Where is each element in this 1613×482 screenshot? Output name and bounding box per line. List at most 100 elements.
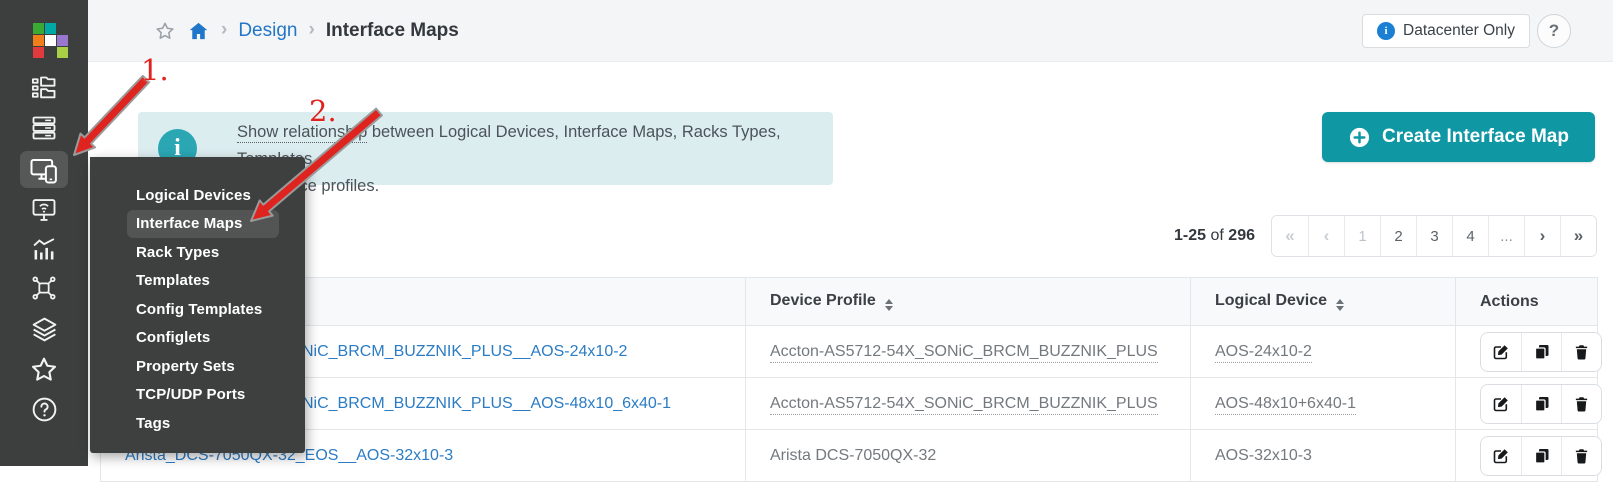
logical-device-link[interactable]: AOS-48x10+6x40-1: [1215, 394, 1356, 415]
table-row: Accton-AS5712-54X_SONiC_BRCM_BUZZNIK_PLU…: [100, 377, 1602, 430]
pagination-ellipsis[interactable]: ...: [1488, 216, 1524, 256]
delete-button[interactable]: [1561, 332, 1601, 371]
copy-icon: [1534, 396, 1548, 412]
logical-device-link[interactable]: AOS-24x10-2: [1215, 342, 1312, 363]
menu-item-config-templates[interactable]: Config Templates: [136, 300, 263, 318]
pagination-page-1[interactable]: 1: [1344, 216, 1380, 256]
logical-device-link[interactable]: AOS-32x10-3: [1215, 446, 1312, 464]
sidebar-item-help[interactable]: [24, 392, 64, 426]
create-interface-map-button[interactable]: Create Interface Map: [1322, 112, 1595, 162]
edit-button[interactable]: [1481, 436, 1521, 475]
breadcrumb-design-link[interactable]: Design: [238, 20, 298, 41]
edit-icon: [1493, 448, 1508, 463]
sidebar-item-layers[interactable]: [24, 312, 64, 346]
breadcrumb-separator: ›: [308, 19, 315, 40]
question-icon: [32, 397, 56, 421]
layers-icon: [32, 317, 56, 341]
apstra-logo[interactable]: [33, 23, 68, 58]
devices-icon: [32, 199, 56, 221]
favorite-star-icon[interactable]: [154, 20, 176, 42]
analytics-icon: [33, 238, 55, 260]
table-header-row: Device Profile Logical Device Actions: [100, 277, 1598, 326]
menu-item-logical-devices[interactable]: Logical Devices: [136, 186, 251, 204]
menu-item-property-sets[interactable]: Property Sets: [136, 357, 235, 375]
clone-button[interactable]: [1521, 384, 1561, 423]
copy-icon: [1534, 448, 1548, 464]
design-icon: [30, 159, 57, 184]
pagination-prev-button[interactable]: ‹: [1308, 216, 1344, 256]
column-header-logical-device[interactable]: Logical Device: [1190, 277, 1456, 326]
breadcrumb-separator: ›: [221, 19, 228, 40]
edit-icon: [1493, 344, 1508, 359]
blueprints-icon: [31, 76, 56, 99]
device-profile-link[interactable]: Accton-AS5712-54X_SONiC_BRCM_BUZZNIK_PLU…: [770, 394, 1158, 415]
pagination-next-button[interactable]: ›: [1524, 216, 1560, 256]
help-button[interactable]: ?: [1537, 14, 1571, 48]
device-profile-link[interactable]: Accton-AS5712-54X_SONiC_BRCM_BUZZNIK_PLU…: [770, 342, 1158, 363]
sidebar-item-blueprints[interactable]: [24, 71, 64, 105]
menu-item-interface-maps[interactable]: Interface Maps: [127, 209, 279, 238]
pagination-page-2[interactable]: 2: [1380, 216, 1416, 256]
pagination-page-4[interactable]: 4: [1452, 216, 1488, 256]
trash-icon: [1575, 396, 1588, 412]
sidebar-item-resources[interactable]: [24, 271, 64, 305]
sidebar-item-design[interactable]: [24, 153, 64, 187]
trash-icon: [1575, 344, 1588, 360]
menu-item-tags[interactable]: Tags: [136, 414, 171, 432]
menu-item-rack-types[interactable]: Rack Types: [136, 243, 220, 261]
table-row: Arista_DCS-7050QX-32_EOS__AOS-32x10-3 Ar…: [100, 429, 1602, 482]
row-actions: [1480, 435, 1602, 476]
delete-button[interactable]: [1561, 436, 1601, 475]
breadcrumb: › Design › Interface Maps: [154, 0, 459, 62]
create-interface-map-label: Create Interface Map: [1382, 126, 1569, 147]
sidebar-item-devices[interactable]: [24, 193, 64, 227]
clone-button[interactable]: [1521, 332, 1561, 371]
row-actions: [1480, 331, 1602, 372]
pagination-first-button[interactable]: «: [1272, 216, 1308, 256]
home-icon[interactable]: [187, 20, 210, 43]
star-icon: [31, 357, 57, 381]
pagination-buttons: « ‹ 1 2 3 4 ... › »: [1271, 215, 1597, 257]
menu-item-tcp-udp-ports[interactable]: TCP/UDP Ports: [136, 386, 246, 404]
info-icon: i: [1377, 22, 1395, 40]
sidebar-item-servers[interactable]: [24, 111, 64, 145]
sidebar: [0, 0, 88, 466]
copy-icon: [1534, 344, 1548, 360]
sidebar-item-analytics[interactable]: [24, 232, 64, 266]
banner-line2: and device profiles.: [237, 177, 380, 195]
resources-icon: [32, 276, 56, 300]
pagination-last-button[interactable]: »: [1560, 216, 1596, 256]
design-flyout-menu: Logical Devices Interface Maps Rack Type…: [90, 157, 305, 453]
edit-icon: [1493, 396, 1508, 411]
banner-tooltip-link[interactable]: Show relationship: [237, 123, 368, 143]
banner-text: Show relationship between Logical Device…: [237, 119, 833, 200]
interface-maps-table: Device Profile Logical Device Actions Ac…: [100, 277, 1602, 482]
trash-icon: [1575, 448, 1588, 464]
sort-icon[interactable]: [1336, 299, 1345, 311]
column-header-device-profile[interactable]: Device Profile: [745, 277, 1191, 326]
clone-button[interactable]: [1521, 436, 1561, 475]
delete-button[interactable]: [1561, 384, 1601, 423]
pagination-range: 1-25: [1174, 227, 1207, 244]
pagination-total: 296: [1228, 227, 1255, 244]
menu-item-templates[interactable]: Templates: [136, 272, 210, 290]
device-profile-link[interactable]: Arista DCS-7050QX-32: [770, 446, 937, 464]
sidebar-item-favorites[interactable]: [24, 353, 64, 387]
edit-button[interactable]: [1481, 384, 1521, 423]
pagination-of: of: [1210, 227, 1224, 244]
column-header-actions: Actions: [1455, 277, 1598, 326]
edit-button[interactable]: [1481, 332, 1521, 371]
top-bar: › Design › Interface Maps i Datacenter O…: [88, 0, 1613, 62]
page-title: Interface Maps: [325, 20, 459, 41]
servers-icon: [32, 116, 56, 140]
plus-circle-icon: [1349, 127, 1370, 147]
pagination: 1-25 of 296 « ‹ 1 2 3 4 ... › »: [1174, 215, 1597, 257]
sort-icon[interactable]: [884, 299, 893, 311]
active-nav-highlight: [20, 151, 68, 188]
menu-item-configlets[interactable]: Configlets: [136, 329, 211, 347]
datacenter-only-label: Datacenter Only: [1403, 22, 1515, 39]
pagination-summary: 1-25 of 296: [1174, 227, 1255, 245]
pagination-page-3[interactable]: 3: [1416, 216, 1452, 256]
datacenter-only-badge[interactable]: i Datacenter Only: [1362, 14, 1530, 48]
table-row: Accton-AS5712-54X_SONiC_BRCM_BUZZNIK_PLU…: [100, 325, 1602, 378]
